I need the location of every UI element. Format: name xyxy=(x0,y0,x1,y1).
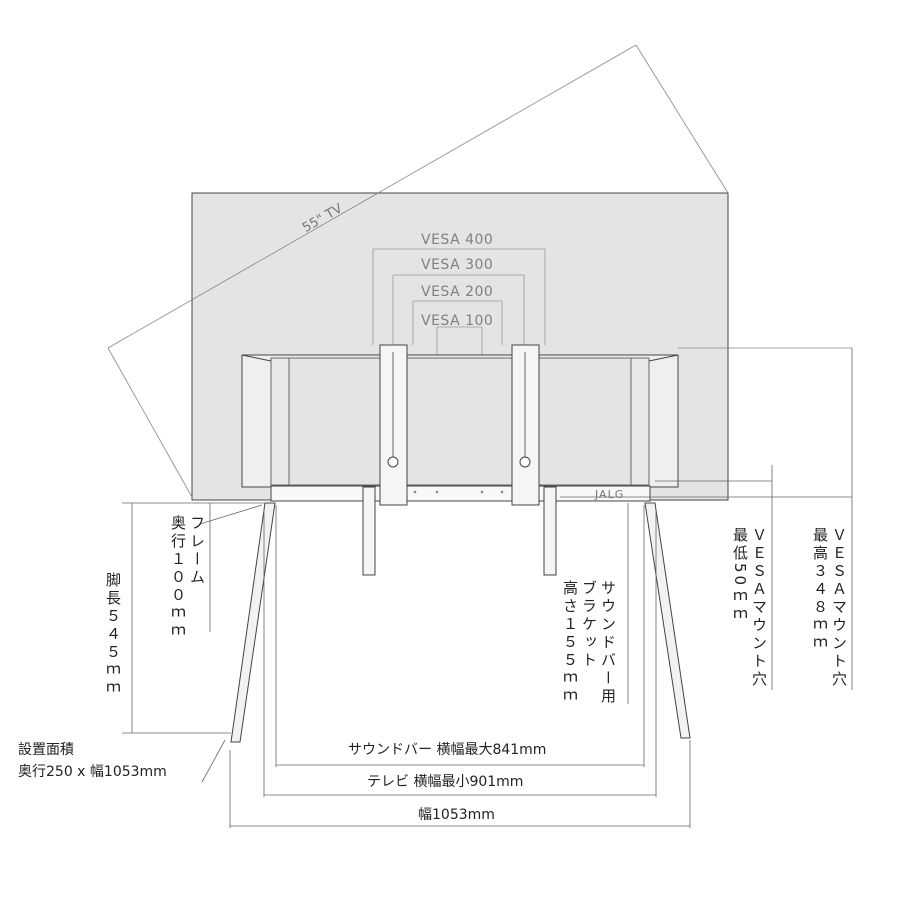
vesa-bracket-left xyxy=(379,344,408,506)
vesa-200-label: VESA 200 xyxy=(421,284,494,300)
frame-depth-line-2: 奥行１００ｍｍ xyxy=(169,515,187,641)
width-dimensions xyxy=(229,505,691,828)
leg-height-dimension xyxy=(122,502,265,734)
leg-length-label: 脚長５４５ｍｍ xyxy=(103,572,122,698)
vesa-max-line-2: 最高３４８ｍｍ xyxy=(811,527,829,653)
vesa-min-label: ＶＥＳＡマウント穴 最低50ｍｍ xyxy=(730,527,768,689)
vesa-300-label: VESA 300 xyxy=(421,257,494,273)
soundbar-brackets xyxy=(362,486,557,576)
soundbar-bracket-height-label: サウンドバー用 ブラケット 高さ１５５ｍｍ xyxy=(560,580,617,710)
stand-legs xyxy=(230,502,691,743)
frame-depth-line-1: フレーム xyxy=(188,515,206,587)
leader-lines xyxy=(199,504,263,783)
leg-length-text: 脚長５４５ｍｍ xyxy=(104,572,122,698)
footprint-title: 設置面積 xyxy=(18,742,74,758)
stand-frame xyxy=(241,354,679,488)
bracket-line-3: 高さ１５５ｍｍ xyxy=(561,580,579,706)
brand-logo: JALG xyxy=(595,488,625,501)
frame-depth-label: フレーム 奥行１００ｍｍ xyxy=(168,515,206,645)
total-width-label: 幅1053mm xyxy=(418,807,495,823)
vesa-min-line-1: ＶＥＳＡマウント穴 xyxy=(750,527,768,689)
soundbar-width-label: サウンドバー 横幅最大841mm xyxy=(348,742,547,758)
vesa-max-label: ＶＥＳＡマウント穴 最高３４８ｍｍ xyxy=(810,527,848,689)
tv-width-label: テレビ 横幅最小901mm xyxy=(367,774,524,790)
crossbar-holes xyxy=(413,490,504,494)
bracket-line-1: サウンドバー用 xyxy=(599,580,617,706)
footprint-size: 奥行250 x 幅1053mm xyxy=(18,764,167,780)
vesa-100-label: VESA 100 xyxy=(421,313,494,329)
vesa-bracket-right xyxy=(511,344,540,506)
vesa-max-line-1: ＶＥＳＡマウント穴 xyxy=(830,527,848,689)
tv-diagonal-dimension xyxy=(107,44,729,498)
vesa-min-line-2: 最低50ｍｍ xyxy=(731,527,749,625)
vesa-height-dimensions xyxy=(560,348,853,704)
bracket-line-2: ブラケット xyxy=(580,580,598,670)
crossbar xyxy=(270,485,651,502)
vesa-400-label: VESA 400 xyxy=(421,232,494,248)
